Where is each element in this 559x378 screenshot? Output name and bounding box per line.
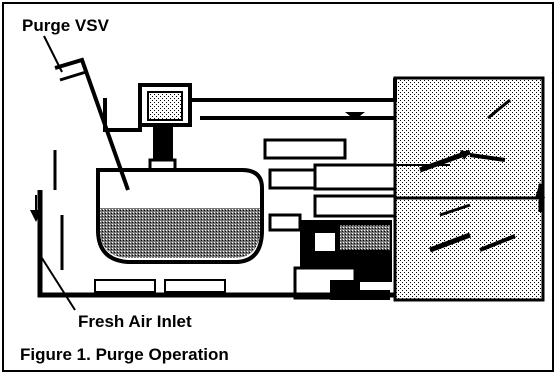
vsv-connecting-line <box>44 36 128 190</box>
purge-vsv-label: Purge VSV <box>22 16 109 36</box>
fresh-air-inlet-label: Fresh Air Inlet <box>78 312 192 332</box>
intake-chamber <box>380 78 545 300</box>
figure-caption: Figure 1. Purge Operation <box>20 345 229 365</box>
throttle-port-assembly <box>295 220 392 300</box>
charcoal-canister <box>98 170 315 262</box>
